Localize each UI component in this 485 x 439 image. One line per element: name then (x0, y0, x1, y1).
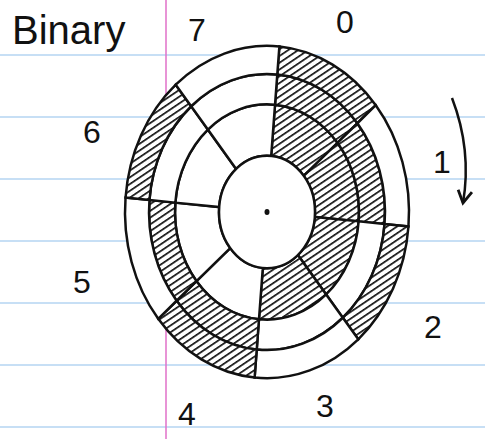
rotation-arrow (452, 98, 466, 203)
sector-number: 1 (433, 146, 451, 178)
sector-number: 2 (424, 311, 442, 343)
code-cell (357, 105, 409, 226)
sector-number: 6 (83, 116, 101, 148)
sector-number: 5 (73, 266, 91, 298)
sector-number: 4 (178, 398, 196, 430)
code-cell (343, 224, 409, 339)
center-dot (265, 209, 270, 215)
sector-number: 3 (316, 390, 334, 422)
sector-number: 0 (336, 6, 354, 38)
code-cell (176, 46, 280, 106)
code-cell (255, 318, 359, 378)
code-cell (158, 301, 256, 378)
hub (219, 156, 315, 268)
encoder-disk (125, 46, 409, 378)
title: Binary (12, 10, 125, 50)
code-cell (277, 46, 375, 123)
code-cell (126, 85, 192, 200)
code-cell (125, 198, 177, 319)
ruled-lines (0, 55, 485, 427)
ruled-line (0, 426, 485, 427)
sector-number: 7 (188, 14, 206, 46)
